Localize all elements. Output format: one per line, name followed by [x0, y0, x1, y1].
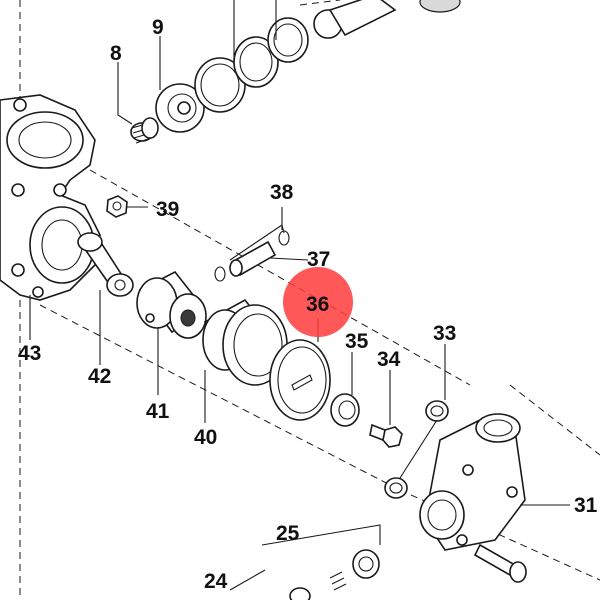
gear-partial [419, 0, 461, 13]
piston-pin-end [229, 259, 243, 277]
valve-25-inner [358, 556, 374, 572]
highlight-circle[interactable] [283, 267, 353, 337]
housing-bolt-hole-4 [11, 263, 25, 277]
housing-upper-bore-inner [18, 121, 72, 159]
housing-bolt-hole-2 [11, 183, 25, 197]
pump-housing [0, 94, 101, 301]
manifold-top-port [475, 413, 521, 443]
part-25-valve [289, 549, 380, 600]
callout-34[interactable]: 34 [377, 348, 401, 371]
callout-36[interactable]: 36 [306, 293, 329, 316]
part-39-nut [106, 195, 128, 218]
housing-upper-bore [6, 111, 84, 169]
leader-24 [229, 569, 266, 591]
housing-bolt-hole-1 [13, 98, 27, 112]
callout-42[interactable]: 42 [88, 365, 111, 388]
manifold-bolt-2 [506, 486, 518, 498]
rod-small-end-hole [114, 279, 126, 291]
part-8-spring [130, 117, 159, 144]
housing-bolt-hole-5 [32, 286, 44, 298]
axis-line-lower [39, 304, 401, 491]
leader-33b [399, 419, 438, 479]
leader-25 [261, 524, 381, 546]
circlip-right [278, 230, 290, 246]
callout-38[interactable]: 38 [270, 181, 294, 204]
part-42-connecting-rod [77, 232, 134, 297]
manifold-bolt-3 [456, 534, 468, 546]
callout-41[interactable]: 41 [146, 400, 170, 423]
callout-37[interactable]: 37 [307, 248, 330, 271]
bolt-head [382, 426, 403, 448]
o-ring-top-2 [233, 36, 279, 88]
diaphragm-slot [291, 374, 313, 391]
nut-hole [112, 201, 122, 211]
callout-8[interactable]: 8 [110, 42, 122, 65]
leader-lines [29, 0, 570, 591]
o-ring-33-b-inner [389, 482, 403, 494]
valve-25-body [352, 549, 380, 579]
piston-bore [180, 309, 196, 327]
valve-stem-shaft [328, 0, 397, 37]
washer-inner [338, 400, 356, 420]
valve-seat-hole [177, 101, 191, 115]
valve-25-spring [329, 571, 347, 591]
o-ring-33-a-inner [430, 405, 444, 417]
rod-big-end [77, 232, 103, 252]
part-37-piston-pin [229, 240, 277, 277]
axis-line-right [509, 384, 600, 456]
axis-line-top [299, 0, 341, 6]
part-9-valve-seat [155, 83, 205, 133]
long-bolt [473, 543, 527, 583]
callout-31[interactable]: 31 [574, 494, 598, 517]
callout-labels: 8 9 39 38 37 36 35 34 33 43 42 41 40 31 … [18, 16, 598, 593]
part-40-cylinder-cup [202, 298, 288, 386]
manifold-front-port [419, 490, 465, 540]
circlip-left [214, 266, 226, 282]
manifold-top-port-inner [483, 419, 513, 437]
part-34-bolt [369, 423, 403, 448]
washer-outer [330, 393, 360, 427]
cup-flange-inner [233, 313, 283, 377]
part-33-o-rings [384, 400, 449, 499]
top-o-rings [194, 17, 309, 113]
part-36-diaphragm [269, 339, 331, 421]
rod-small-end [106, 273, 134, 297]
callout-24[interactable]: 24 [204, 570, 228, 593]
leader-38 [229, 207, 285, 261]
axis-line-main [89, 169, 471, 386]
part-41-piston [136, 270, 207, 339]
o-ring-33-b [384, 477, 408, 499]
callout-39[interactable]: 39 [156, 198, 179, 221]
housing-bolt-hole-3 [53, 183, 67, 197]
manifold-front-port-inner [427, 499, 457, 531]
manifold-bolt-1 [462, 464, 474, 476]
leader-8 [117, 62, 133, 125]
callout-43[interactable]: 43 [18, 342, 41, 365]
top-valve-stem [313, 0, 461, 39]
callout-9[interactable]: 9 [152, 16, 164, 39]
o-ring-33-a [425, 400, 449, 422]
o-ring-top-3-inner [273, 23, 303, 57]
callout-25[interactable]: 25 [276, 522, 300, 545]
nut-body [106, 195, 128, 218]
o-ring-top-2-inner [239, 42, 273, 82]
callout-40[interactable]: 40 [194, 426, 217, 449]
piston-pin-hole [145, 313, 155, 323]
callout-35[interactable]: 35 [345, 330, 369, 353]
o-ring-top-1-inner [200, 63, 240, 107]
spring-cap [141, 117, 159, 139]
callout-33[interactable]: 33 [433, 322, 456, 345]
long-bolt-head [509, 561, 527, 583]
part-31-manifold [419, 413, 526, 551]
diaphragm-inner [277, 346, 327, 414]
o-ring-top-1 [194, 57, 246, 113]
long-bolt-shank [473, 543, 517, 577]
valve-seat-inner [167, 93, 197, 123]
leader-37 [269, 257, 309, 261]
part-35-washer [330, 393, 360, 427]
valve-25-seat [289, 587, 311, 600]
